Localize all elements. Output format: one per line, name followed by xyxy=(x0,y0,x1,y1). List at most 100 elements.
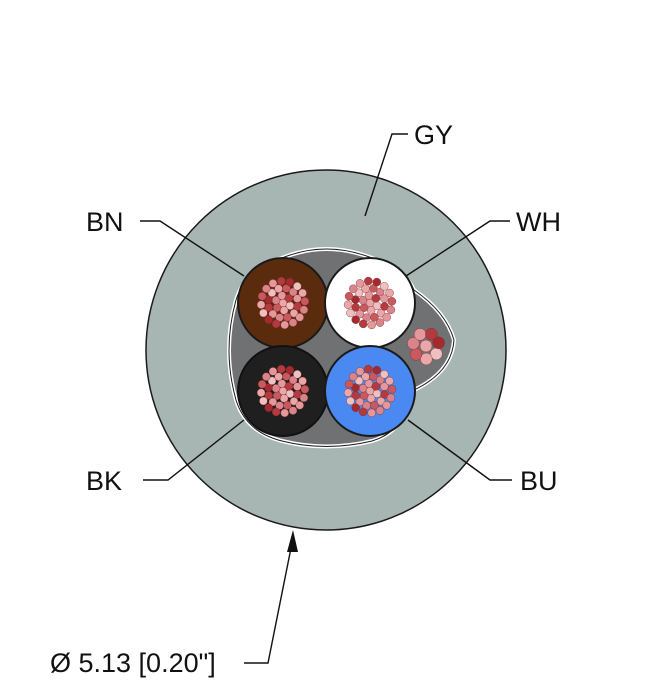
copper-strand xyxy=(425,328,438,341)
copper-strand xyxy=(376,375,385,385)
copper-strand xyxy=(280,408,289,418)
copper-strand xyxy=(257,380,267,389)
copper-strand xyxy=(372,365,381,375)
copper-strand xyxy=(355,309,364,319)
copper-strand xyxy=(268,309,277,319)
copper-strand xyxy=(351,315,360,324)
copper-strand xyxy=(364,364,373,374)
copper-strand xyxy=(413,328,427,341)
copper-strand xyxy=(268,279,278,288)
copper-strand xyxy=(371,382,381,391)
copper-strand xyxy=(277,276,286,286)
copper-strand xyxy=(354,376,364,385)
strands-brown xyxy=(256,276,310,330)
copper-strand xyxy=(346,308,355,318)
copper-strand xyxy=(295,313,304,322)
copper-strand xyxy=(355,367,365,376)
strands-black xyxy=(256,364,310,418)
copper-strand xyxy=(299,305,309,314)
copper-strand xyxy=(262,284,271,293)
copper-strand xyxy=(264,315,273,324)
copper-strand xyxy=(285,365,294,375)
copper-strand xyxy=(289,375,298,385)
copper-strand xyxy=(385,288,394,298)
copper-strand xyxy=(343,388,353,397)
label-diameter: Ø 5.13 [0.20"] xyxy=(50,648,216,678)
label-bk: BK xyxy=(86,466,122,496)
drain-wire xyxy=(407,328,445,366)
copper-strand xyxy=(264,403,273,412)
copper-strand xyxy=(376,287,385,297)
copper-strand xyxy=(372,277,381,287)
copper-strand xyxy=(289,397,299,406)
leader-diameter xyxy=(244,537,294,664)
copper-strand xyxy=(285,277,294,287)
copper-strand xyxy=(409,348,423,361)
copper-strand xyxy=(288,406,298,415)
copper-strand xyxy=(300,385,310,394)
copper-strand xyxy=(386,305,396,314)
copper-strand xyxy=(355,279,365,288)
copper-strand xyxy=(380,370,389,379)
copper-strand xyxy=(298,288,307,298)
copper-strand xyxy=(280,320,289,330)
copper-strand xyxy=(289,287,298,297)
leader-bn xyxy=(140,220,245,277)
copper-strand xyxy=(256,388,266,397)
copper-strand xyxy=(272,407,281,417)
copper-strand xyxy=(419,339,433,353)
copper-strand xyxy=(351,403,360,412)
copper-strand xyxy=(343,300,353,309)
copper-strand xyxy=(293,282,302,291)
copper-strand xyxy=(298,376,307,386)
copper-strand xyxy=(288,318,298,327)
copper-strand xyxy=(259,396,268,406)
copper-strand xyxy=(354,288,364,297)
copper-strand xyxy=(349,284,358,293)
copper-strand xyxy=(300,297,310,306)
copper-strand xyxy=(267,376,277,385)
label-wh: WH xyxy=(516,207,561,237)
copper-strand xyxy=(272,319,281,329)
leader-bu xyxy=(407,419,512,481)
copper-strand xyxy=(284,294,294,303)
copper-strand xyxy=(293,370,302,379)
copper-strand xyxy=(268,397,277,407)
copper-strand xyxy=(262,372,271,381)
copper-strand xyxy=(344,292,354,301)
copper-strand xyxy=(349,372,358,381)
label-gy: GY xyxy=(414,120,453,150)
copper-strand xyxy=(376,309,386,318)
copper-strand xyxy=(387,385,397,394)
copper-strand xyxy=(259,308,268,318)
leader-wh xyxy=(405,220,510,277)
copper-strand xyxy=(289,309,299,318)
copper-strand xyxy=(257,292,267,301)
copper-strand xyxy=(375,406,385,415)
copper-strand xyxy=(386,393,396,402)
copper-strand xyxy=(256,300,266,309)
diameter-arrowhead xyxy=(287,530,298,552)
copper-strand xyxy=(359,319,368,329)
copper-strand xyxy=(268,367,278,376)
leader-gy xyxy=(364,133,408,217)
copper-strand xyxy=(387,297,397,306)
strands-blue xyxy=(343,364,397,418)
label-bu: BU xyxy=(520,466,558,496)
copper-strand xyxy=(267,288,277,297)
copper-strand xyxy=(380,282,389,291)
copper-strand xyxy=(295,401,304,410)
copper-strand xyxy=(375,318,385,327)
copper-strand xyxy=(382,401,391,410)
copper-strand xyxy=(299,393,309,402)
leader-bk xyxy=(143,419,245,481)
copper-strand xyxy=(420,352,433,366)
label-bn: BN xyxy=(86,207,124,237)
copper-strand xyxy=(284,382,294,391)
copper-strand xyxy=(407,337,420,350)
copper-strand xyxy=(359,407,368,417)
copper-strand xyxy=(367,408,376,418)
copper-strand xyxy=(346,396,355,406)
copper-strand xyxy=(355,397,364,407)
copper-strand xyxy=(382,313,391,322)
